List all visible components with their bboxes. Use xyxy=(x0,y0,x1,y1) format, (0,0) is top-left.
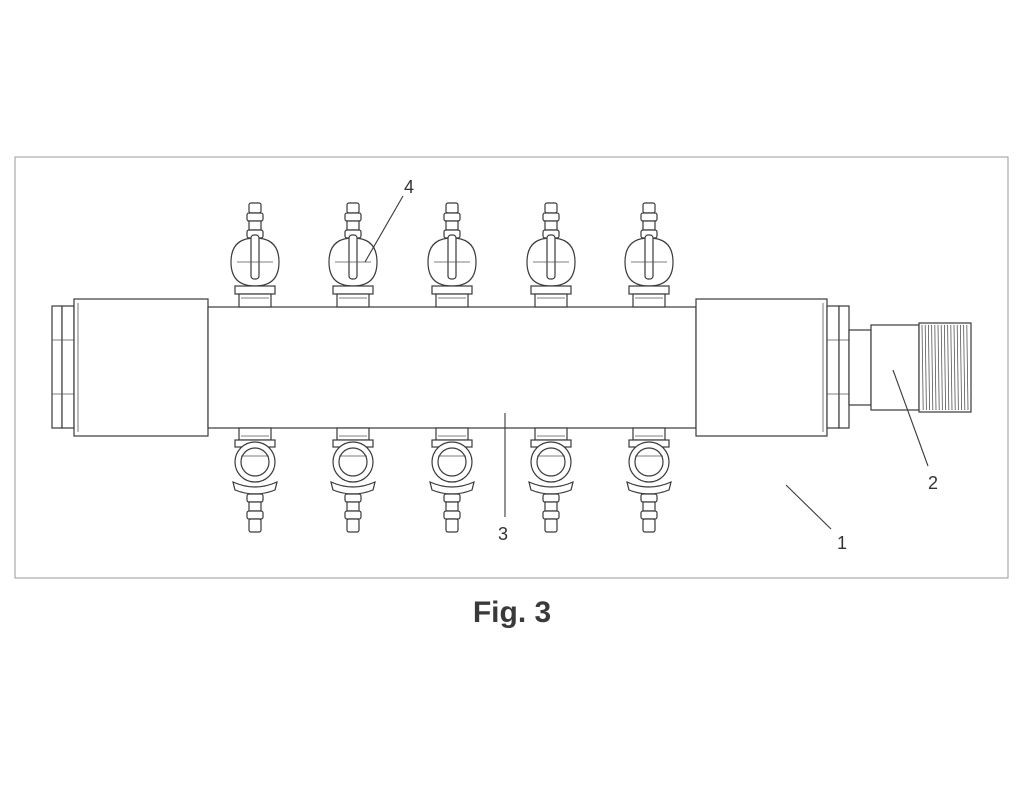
valve-top-5 xyxy=(625,203,673,307)
valve-top-2 xyxy=(329,203,377,307)
manifold-body xyxy=(208,307,696,428)
valve-bottom-5 xyxy=(627,428,671,532)
right-end-fitting xyxy=(696,299,849,436)
callout-2: 2 xyxy=(928,473,938,493)
valve-top-4 xyxy=(527,203,575,307)
callout-1: 1 xyxy=(837,533,847,553)
valve-top-1 xyxy=(231,203,279,307)
valve-bottom-4 xyxy=(529,428,573,532)
callout-4: 4 xyxy=(404,177,414,197)
callout-3: 3 xyxy=(498,524,508,544)
valve-bottom-3 xyxy=(430,428,474,532)
leader-line-4 xyxy=(365,196,403,262)
valve-top-3 xyxy=(428,203,476,307)
figure-caption: Fig. 3 xyxy=(0,596,1024,630)
valve-bottom-1 xyxy=(233,428,277,532)
left-end-cap xyxy=(52,299,208,436)
leader-line-1 xyxy=(786,485,831,529)
valve-bottom-2 xyxy=(331,428,375,532)
threaded-connector xyxy=(849,323,971,412)
